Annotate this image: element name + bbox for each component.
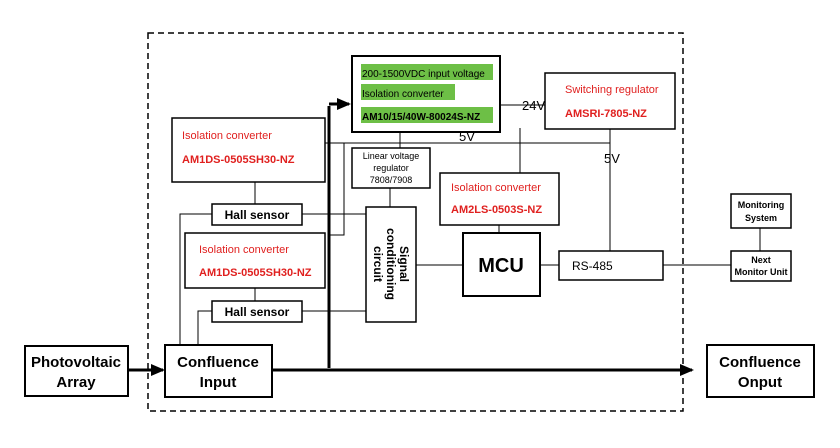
hall-sensor-top-block: Hall sensor <box>211 203 303 226</box>
highlight-input-voltage <box>361 64 493 80</box>
hall-sensor-bottom-label: Hall sensor <box>225 305 290 319</box>
next-monitor-line1: Next <box>751 255 771 265</box>
pv-array-line1: Photovoltaic <box>31 354 121 371</box>
signal-conditioning-block: Signal conditioning circuit <box>365 206 417 323</box>
main-converter-line2: Isolation converter <box>362 89 444 100</box>
mcu-label: MCU <box>478 255 524 277</box>
photovoltaic-array-block: Photovoltaic Array <box>24 345 129 397</box>
confluence-input-line2: Input <box>200 374 237 391</box>
mcu-block: MCU <box>462 232 541 297</box>
main-isolation-converter-block: 200-1500VDC input voltage Isolation conv… <box>351 55 501 133</box>
main-converter-line1: 200-1500VDC input voltage <box>362 69 485 80</box>
label-5v-drop: 5V <box>604 151 620 166</box>
main-converter-line3: AM10/15/40W-80024S-NZ <box>362 112 480 123</box>
power-paths <box>128 98 694 376</box>
iso-mcu-line2: AM2LS-0503S-NZ <box>451 204 542 216</box>
isolation-converter-mcu-block: Isolation converter AM2LS-0503S-NZ <box>439 172 560 226</box>
signal-cond-line3: circuit <box>371 246 385 282</box>
confluence-output-line2: Onput <box>738 374 782 391</box>
switching-regulator-block: Switching regulator AMSRI-7805-NZ <box>544 72 676 130</box>
signal-cond-line1: Signal <box>397 246 411 282</box>
iso-mcu-line1: Isolation converter <box>451 182 541 194</box>
iso-mid-line2: AM1DS-0505SH30-NZ <box>199 267 312 279</box>
linear-voltage-regulator-block: Linear voltage regulator 7808/7908 <box>351 147 431 189</box>
switching-regulator-line1: Switching regulator <box>565 84 659 96</box>
system-boundary <box>147 32 684 412</box>
linear-reg-line2: regulator <box>373 163 409 173</box>
confluence-input-block: Confluence Input <box>164 344 273 398</box>
highlight-isolation-converter <box>361 84 455 100</box>
iso-mid-line1: Isolation converter <box>199 244 289 256</box>
switching-regulator-line2: AMSRI-7805-NZ <box>565 108 647 120</box>
linear-reg-line1: Linear voltage <box>363 151 420 161</box>
confluence-output-block: Confluence Onput <box>706 344 815 398</box>
hall-sensor-bottom-block: Hall sensor <box>211 300 303 323</box>
rs485-label: RS-485 <box>572 259 613 273</box>
monitoring-system-block: Monitoring System <box>730 193 792 229</box>
isolation-converter-top-block: Isolation converter AM1DS-0505SH30-NZ <box>171 117 326 183</box>
iso-top-line1: Isolation converter <box>182 130 272 142</box>
isolation-converter-mid-block: Isolation converter AM1DS-0505SH30-NZ <box>184 232 326 289</box>
linear-reg-line3: 7808/7908 <box>370 175 413 185</box>
next-monitor-unit-block: Next Monitor Unit <box>730 250 792 282</box>
monitoring-system-line2: System <box>745 213 777 223</box>
confluence-output-line1: Confluence <box>719 354 801 371</box>
label-24v: 24V <box>522 98 545 113</box>
rs485-block: RS-485 <box>558 250 664 281</box>
highlight-part-number <box>361 107 493 123</box>
confluence-input-line1: Confluence <box>177 354 259 371</box>
iso-top-line2: AM1DS-0505SH30-NZ <box>182 154 295 166</box>
next-monitor-line2: Monitor Unit <box>735 267 788 277</box>
pv-array-line2: Array <box>56 374 96 391</box>
hall-sensor-top-label: Hall sensor <box>225 208 290 222</box>
monitoring-system-line1: Monitoring <box>738 200 785 210</box>
signal-cond-line2: conditioning <box>384 228 398 300</box>
